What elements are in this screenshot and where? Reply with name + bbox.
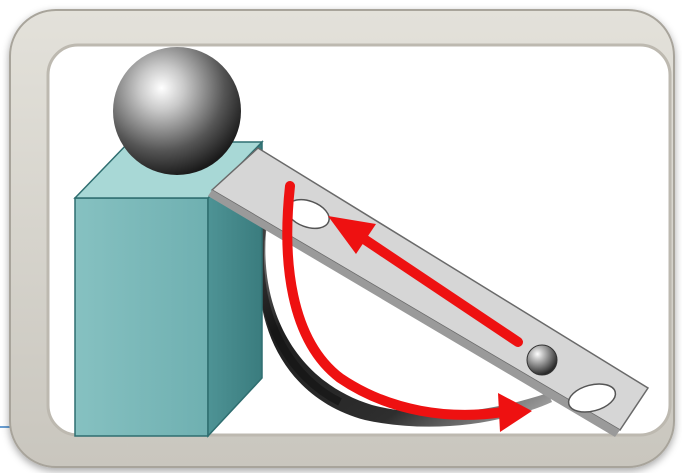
small-ball-icon [527,345,557,375]
large-sphere-icon [113,47,241,175]
